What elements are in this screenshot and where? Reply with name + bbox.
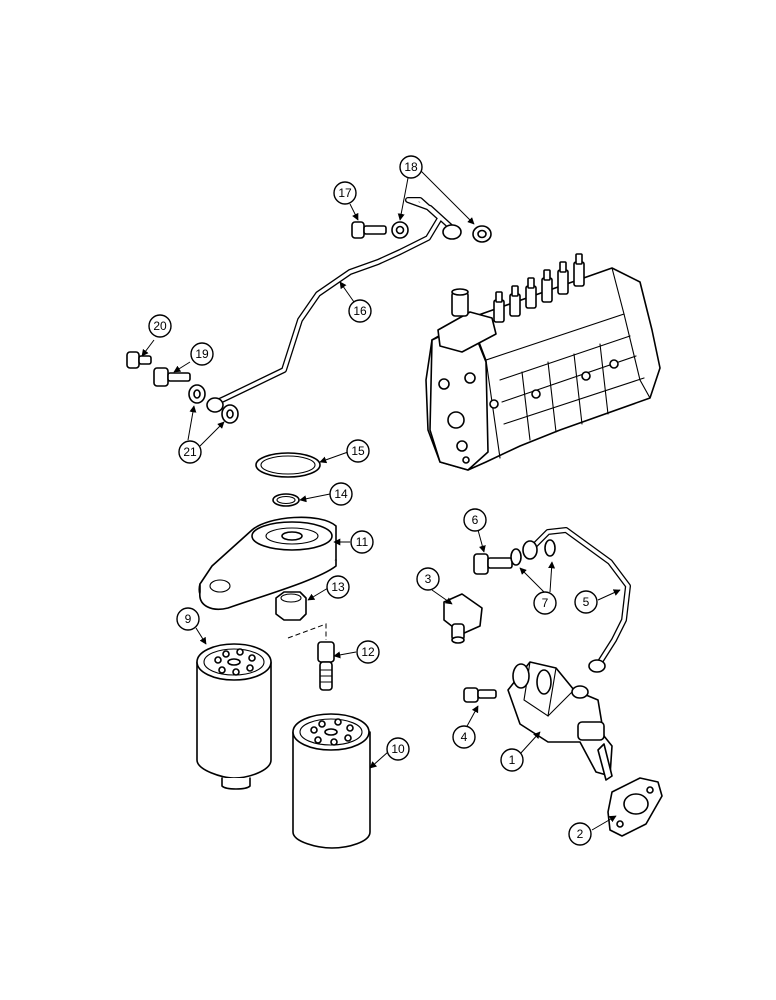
- callout-12: 12: [356, 640, 380, 664]
- svg-text:16: 16: [353, 304, 367, 318]
- sealing-washer-7a: [510, 548, 522, 566]
- callout-3: 3: [416, 567, 440, 591]
- callout-20: 20: [148, 314, 172, 338]
- callout-7: 7: [533, 591, 557, 615]
- callout-15: 15: [346, 439, 370, 463]
- svg-text:5: 5: [583, 595, 590, 609]
- callout-5: 5: [574, 590, 598, 614]
- svg-text:13: 13: [331, 580, 345, 594]
- svg-text:17: 17: [338, 186, 352, 200]
- callout-17: 17: [333, 181, 357, 205]
- banjo-bolt-17: [351, 221, 387, 239]
- svg-text:21: 21: [183, 445, 197, 459]
- svg-text:19: 19: [195, 347, 209, 361]
- nut-13: [275, 591, 307, 621]
- injection-pump-drawing: [425, 253, 661, 471]
- adaptor-12: [317, 641, 335, 691]
- callout-9: 9: [176, 607, 200, 631]
- svg-text:12: 12: [361, 645, 375, 659]
- callout-6: 6: [463, 508, 487, 532]
- callout-21: 21: [178, 440, 202, 464]
- svg-text:9: 9: [185, 612, 192, 626]
- fuel-supply-pipe-5: [522, 527, 631, 673]
- svg-text:18: 18: [404, 160, 418, 174]
- callout-1: 1: [500, 748, 524, 772]
- bolt-4: [463, 687, 497, 703]
- svg-text:4: 4: [461, 730, 468, 744]
- svg-text:3: 3: [425, 572, 432, 586]
- svg-text:15: 15: [351, 444, 365, 458]
- bolt-20: [126, 351, 152, 369]
- callout-4: 4: [452, 725, 476, 749]
- svg-text:14: 14: [334, 487, 348, 501]
- svg-text:11: 11: [356, 535, 369, 549]
- svg-text:10: 10: [391, 742, 405, 756]
- sealing-washer-7b: [544, 539, 556, 557]
- callout-18: 18: [399, 155, 423, 179]
- banjo-bolt-19: [153, 367, 191, 387]
- svg-text:7: 7: [542, 596, 549, 610]
- svg-text:2: 2: [577, 827, 584, 841]
- banjo-bolt-6: [473, 553, 513, 575]
- callout-11: 11: [350, 530, 374, 554]
- elbow-fitting-3: [443, 593, 483, 644]
- fuel-return-pipe: [206, 197, 462, 413]
- fuel-filter-9: [196, 643, 272, 790]
- leader-lines: [141, 169, 621, 831]
- callout-2: 2: [568, 822, 592, 846]
- filter-head-11: [198, 516, 337, 610]
- svg-text:6: 6: [472, 513, 479, 527]
- svg-text:1: 1: [509, 753, 516, 767]
- o-ring-15: [255, 452, 321, 478]
- fuel-filter-10: [292, 713, 371, 849]
- lift-pump-1: [507, 661, 613, 781]
- svg-text:20: 20: [153, 319, 167, 333]
- callout-19: 19: [190, 342, 214, 366]
- callout-14: 14: [329, 482, 353, 506]
- callout-13: 13: [326, 575, 350, 599]
- gasket-2: [607, 777, 663, 837]
- callout-16: 16: [348, 299, 372, 323]
- callout-10: 10: [386, 737, 410, 761]
